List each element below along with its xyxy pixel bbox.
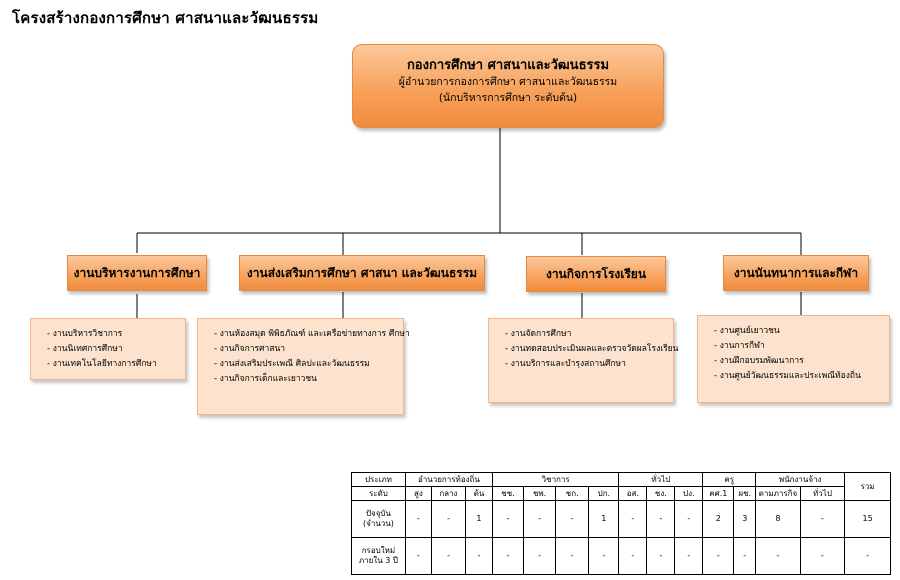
table-cell: พนักงานจ้าง (755, 472, 846, 487)
table-cell: ปก. (588, 486, 620, 501)
table-cell: ตามภารกิจ (755, 486, 801, 501)
table-cell: 15 (844, 500, 891, 538)
dept-box-school: งานกิจการโรงเรียน (526, 256, 666, 292)
row-label: ภายใน 3 ปี (358, 556, 398, 565)
table-cell: - (646, 500, 676, 538)
table-cell: - (523, 500, 557, 538)
table-cell: 8 (755, 500, 801, 538)
table-cell: ครู (702, 472, 757, 487)
task-item: งานเทคโนโลยีทางการศึกษา (47, 357, 179, 372)
director-level: (นักบริหารการศึกษา ระดับต้น) (438, 92, 578, 104)
table-cell: อส. (618, 486, 648, 501)
table-cell: วิชาการ (491, 472, 620, 487)
table-cell: - (491, 537, 525, 575)
table-cell: ทั่วไป (618, 472, 704, 487)
task-item: งานศูนย์วัฒนธรรมและประเพณีท้องถิ่น (714, 369, 883, 384)
dept-box-promotion: งานส่งเสริมการศึกษา ศาสนา และวัฒนธรรม (239, 255, 485, 291)
table-cell: - (555, 500, 590, 538)
table-cell: ปง. (674, 486, 704, 501)
table-cell: - (674, 537, 704, 575)
table-cell: 2 (702, 500, 735, 538)
table-cell: ทั่วไป (799, 486, 846, 501)
row-label: กรอบใหม่ (361, 546, 396, 555)
table-cell: ระดับ (351, 486, 406, 501)
task-item: งานนิเทศการศึกษา (47, 342, 179, 357)
task-item: งานฝึกอบรมพัฒนาการ (714, 354, 883, 369)
page-title: โครงสร้างกองการศึกษา ศาสนาและวัฒนธรรม (12, 9, 319, 27)
task-item: งานกิจการศาสนา (214, 342, 397, 357)
table-cell: - (618, 500, 648, 538)
task-item: งานกิจการเด็กและเยาวชน (214, 372, 397, 387)
table-cell: - (464, 537, 493, 575)
table-cell: - (618, 537, 648, 575)
table-cell: - (404, 537, 432, 575)
table-row: ประเภท อำนวยการท้องถิ่น วิชาการ ทั่วไป ค… (351, 472, 891, 501)
table-cell: - (491, 500, 525, 538)
table-cell: ชพ. (523, 486, 557, 501)
task-item: งานศูนย์เยาวชน (714, 324, 883, 339)
task-item: งานบริหารวิชาการ (47, 327, 179, 342)
table-cell: - (646, 537, 676, 575)
table-cell: - (430, 537, 466, 575)
task-list-admin: งานบริหารวิชาการ งานนิเทศการศึกษา งานเทค… (30, 318, 186, 380)
table-cell: - (674, 500, 704, 538)
table-cell: ปัจจุบัน (จำนวน) (351, 500, 406, 538)
table-cell: กรอบใหม่ ภายใน 3 ปี (351, 537, 406, 575)
task-item: งานทดสอบประเมินผลและตรวจวัดผลโรงเรียน (505, 342, 679, 357)
division-name: กองการศึกษา ศาสนาและวัฒนธรรม (406, 58, 610, 73)
row-label: ปัจจุบัน (365, 509, 391, 518)
table-cell: ประเภท (351, 472, 406, 487)
task-item: งานบริการและบำรุงสถานศึกษา (505, 357, 667, 372)
table-cell: 3 (733, 500, 757, 538)
table-cell: 1 (588, 500, 620, 538)
table-cell: อำนวยการท้องถิ่น (404, 472, 493, 487)
table-cell: - (733, 537, 757, 575)
table-cell: คศ.1 (702, 486, 735, 501)
table-cell: 1 (464, 500, 493, 538)
table-cell: - (430, 500, 466, 538)
table-row: ระดับ สูง กลาง ต้น ชช. ชพ. ชก. ปก. อส. ช… (351, 486, 891, 501)
table-cell: สูง (404, 486, 432, 501)
task-list-recreation: งานศูนย์เยาวชน งานการกีฬา งานฝึกอบรมพัฒน… (697, 315, 890, 403)
task-item: งานการกีฬา (714, 339, 883, 354)
table-cell: กลาง (430, 486, 466, 501)
dept-box-admin: งานบริหารงานการศึกษา (67, 255, 207, 291)
dept-box-recreation: งานนันทนาการและกีฬา (723, 255, 869, 291)
table-cell: ชช. (491, 486, 525, 501)
table-row: กรอบใหม่ ภายใน 3 ปี - - - - - - - - - - … (351, 537, 891, 575)
table-cell: ต้น (464, 486, 493, 501)
table-cell: - (523, 537, 557, 575)
row-label: (จำนวน) (363, 519, 394, 528)
task-item: งานจัดการศึกษา (505, 327, 667, 342)
table-cell: - (588, 537, 620, 575)
table-cell: - (844, 537, 891, 575)
table-cell: ชก. (555, 486, 590, 501)
task-item: งานส่งเสริมประเพณี ศิลปะและวัฒนธรรม (214, 357, 397, 372)
table-cell: - (555, 537, 590, 575)
task-list-promotion: งานห้องสมุด พิพิธภัณฑ์ และเครือข่ายทางกา… (197, 318, 410, 415)
table-cell: ชง. (646, 486, 676, 501)
table-cell: รวม (844, 472, 891, 501)
table-cell: - (404, 500, 432, 538)
table-row: ปัจจุบัน (จำนวน) - - 1 - - - 1 - - - 2 3… (351, 500, 891, 538)
table-cell: - (799, 500, 846, 538)
table-cell: ผช. (733, 486, 757, 501)
task-list-school: งานจัดการศึกษา งานทดสอบประเมินผลและตรวจว… (488, 318, 679, 403)
table-cell: - (799, 537, 846, 575)
table-cell: - (702, 537, 735, 575)
director-title: ผู้อำนวยการกองการศึกษา ศาสนาและวัฒนธรรม (398, 76, 618, 88)
table-cell: - (755, 537, 801, 575)
staff-table: ประเภท อำนวยการท้องถิ่น วิชาการ ทั่วไป ค… (351, 472, 891, 575)
director-box: กองการศึกษา ศาสนาและวัฒนธรรม ผู้อำนวยการ… (352, 44, 664, 128)
task-item: งานห้องสมุด พิพิธภัณฑ์ และเครือข่ายทางกา… (214, 327, 410, 342)
